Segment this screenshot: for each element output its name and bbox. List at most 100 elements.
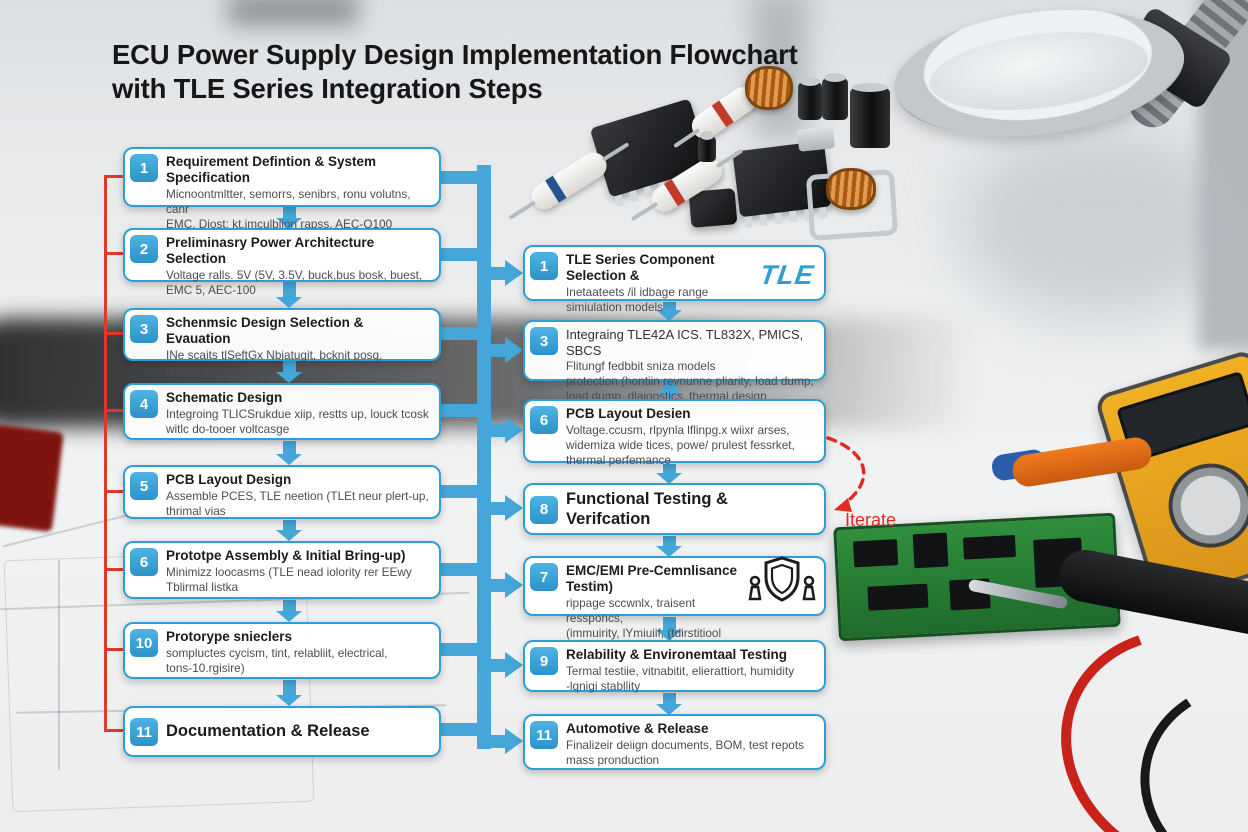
down-arrow bbox=[663, 464, 676, 473]
step-title: Schematic Design bbox=[166, 390, 283, 405]
pcb-board bbox=[833, 512, 1121, 642]
electrolytic-capacitor-medium bbox=[822, 73, 848, 120]
arrow-r1 bbox=[489, 267, 507, 280]
step-number-badge: 8 bbox=[530, 495, 558, 524]
step-body: Inetaateets /il idbage range simiulation… bbox=[566, 285, 709, 315]
connector-l10 bbox=[441, 643, 479, 656]
step-number-badge: 6 bbox=[530, 406, 558, 434]
red-test-lead bbox=[1021, 585, 1248, 832]
down-arrowhead-icon bbox=[656, 310, 682, 321]
arrow-r6 bbox=[489, 424, 507, 437]
red-equipment-edge bbox=[0, 423, 64, 533]
step-number-badge: 10 bbox=[130, 629, 158, 657]
down-arrow bbox=[663, 382, 676, 389]
soldering-iron-handle bbox=[1055, 545, 1248, 639]
capacitor-tiny bbox=[698, 131, 716, 162]
step-title: Protorype snieclers bbox=[166, 629, 293, 644]
multimeter-dial bbox=[1158, 453, 1248, 559]
step-body: Voltage.ccusm, rlpynla lflinpg.x wiixr a… bbox=[566, 423, 795, 467]
connector-l5 bbox=[441, 485, 479, 498]
step-box-schematic-design: 4 Schematic Design Integroing TLICSrukdu… bbox=[123, 383, 441, 440]
step-body: Termal testiie, vitnabitit, elierattiort… bbox=[566, 664, 795, 693]
tle-logo: TLE bbox=[757, 260, 817, 290]
down-arrowhead-icon bbox=[656, 704, 682, 715]
compliance-shield-icon bbox=[746, 555, 818, 610]
resistor-blue-band bbox=[508, 142, 630, 220]
arrow-r11 bbox=[489, 735, 507, 748]
down-arrowhead-icon bbox=[276, 611, 302, 622]
step-box-functional-testing: 8 Functional Testing & Verifcation bbox=[523, 483, 826, 535]
step-body: Flitungf fedbbit sniza models protection… bbox=[566, 359, 814, 403]
down-arrow bbox=[283, 520, 296, 530]
arrowhead-r7-icon bbox=[505, 572, 523, 598]
screwdriver-handle bbox=[990, 447, 1048, 483]
red-stub bbox=[104, 409, 123, 412]
arrow-r9 bbox=[489, 659, 507, 672]
down-arrow bbox=[283, 207, 296, 218]
arrow-r8 bbox=[489, 502, 507, 515]
down-arrowhead-icon bbox=[656, 473, 682, 484]
magnifier-arm bbox=[1120, 0, 1248, 137]
step-number-badge: 11 bbox=[530, 721, 558, 749]
arrowhead-r1-icon bbox=[505, 260, 523, 286]
connector-l11 bbox=[441, 723, 479, 736]
arrowhead-r3-icon bbox=[505, 337, 523, 363]
inductor-coil bbox=[745, 66, 793, 110]
magnifier-head bbox=[1118, 5, 1234, 111]
step-box-schematic-selection: 3 Schenmsic Design Selection & Evauation… bbox=[123, 308, 441, 392]
step-body: Voltage ralls. 5V (5V, 3.5V, buck,bus bo… bbox=[166, 268, 423, 298]
down-arrowhead-icon bbox=[276, 454, 302, 465]
desk-line bbox=[58, 560, 60, 770]
red-stub bbox=[104, 729, 123, 732]
step-title: Functional Testing & Verifcation bbox=[566, 489, 728, 528]
window-frame bbox=[1198, 0, 1248, 350]
arrowhead-r8-icon bbox=[505, 495, 523, 521]
connector-l4 bbox=[441, 404, 479, 417]
step-body: Micnoontmltter, semorrs, senibrs, ronu v… bbox=[166, 187, 411, 231]
red-trunk-line bbox=[104, 175, 107, 732]
multimeter bbox=[1093, 348, 1248, 606]
step-box-prototype-tests: 10 Protorype snieclers sompluctes cycism… bbox=[123, 622, 441, 679]
step-number-badge: 4 bbox=[130, 390, 158, 418]
electrolytic-capacitor-small bbox=[798, 77, 822, 120]
red-stub bbox=[104, 568, 123, 571]
down-arrow bbox=[663, 302, 676, 310]
red-stub bbox=[104, 490, 123, 493]
step-number-badge: 3 bbox=[130, 315, 158, 343]
down-arrowhead-icon bbox=[276, 530, 302, 541]
step-number-badge: 2 bbox=[130, 235, 158, 263]
step-box-tle-integration: 3 Integraing TLE42A ICS. TL832X, PMICS, … bbox=[523, 320, 826, 403]
soldering-iron-tip bbox=[967, 578, 1069, 610]
red-stub bbox=[104, 648, 123, 651]
step-title: Schenmsic Design Selection & Evauation bbox=[166, 315, 364, 347]
blue-trunk-line bbox=[477, 165, 491, 749]
step-title: Preliminasry Power Architecture Selectio… bbox=[166, 235, 375, 267]
step-number-badge: 1 bbox=[530, 252, 558, 280]
smd-component bbox=[796, 126, 836, 152]
step-box-tle-selection: 1 TLE Series Component Selection & Ineta… bbox=[523, 245, 826, 314]
step-box-architecture: 2 Preliminasry Power Architecture Select… bbox=[123, 228, 441, 297]
step-title: Requirement Defintion & System Specifica… bbox=[166, 154, 377, 186]
connector-l2 bbox=[441, 248, 479, 261]
arrowhead-r6-icon bbox=[505, 417, 523, 443]
step-body: sompluctes cycism, tint, relabliit, elec… bbox=[166, 646, 388, 675]
down-arrow bbox=[283, 441, 296, 454]
iterate-label: Iterate bbox=[845, 510, 897, 530]
down-arrowhead-icon bbox=[656, 389, 682, 400]
black-test-lead bbox=[1123, 660, 1248, 832]
red-stub bbox=[104, 175, 123, 178]
down-arrow bbox=[663, 617, 676, 630]
red-stub bbox=[104, 252, 123, 255]
step-title: Prototpe Assembly & Initial Bring-up) bbox=[166, 548, 406, 563]
step-box-pcb-layout: 5 PCB Layout Design Assemble PCES, TLE n… bbox=[123, 465, 441, 519]
step-box-reliability-testing: 9 Relability & Environemtaal Testing Ter… bbox=[523, 640, 826, 693]
electrolytic-capacitor-large bbox=[850, 83, 890, 148]
step-title: PCB Layout Desien bbox=[566, 406, 691, 421]
down-arrow bbox=[283, 361, 296, 372]
arrow-r7 bbox=[489, 579, 507, 592]
step-number-badge: 1 bbox=[130, 154, 158, 182]
down-arrowhead-icon bbox=[276, 372, 302, 383]
down-arrowhead-icon bbox=[276, 695, 302, 706]
screwdriver bbox=[1010, 435, 1154, 489]
step-title: TLE Series Component Selection & bbox=[566, 252, 715, 284]
